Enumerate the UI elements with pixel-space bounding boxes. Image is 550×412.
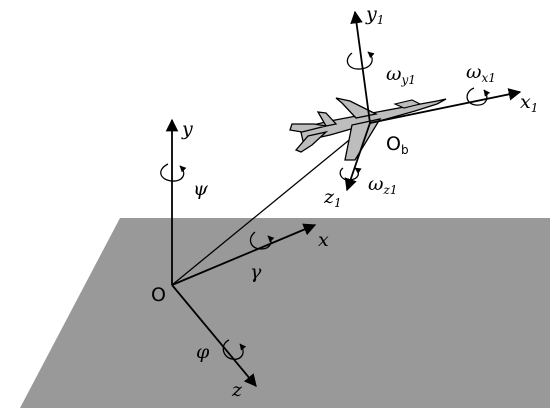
x-axis [171,223,317,286]
aircraft-lower-wing [344,118,382,161]
z-axis-label: z [231,379,243,401]
omega-z1-rotation-arrow [339,167,362,181]
gamma-rotation-arrow [249,231,275,250]
psi-rotation-arrow [160,163,187,182]
aircraft-tail-bottom [294,130,329,153]
omega-z1-label: ωz1 [368,173,397,197]
y1-axis-label: y1 [365,3,384,27]
aircraft-upper-wing [335,97,378,119]
phi-rotation-arrow [222,339,247,360]
aircraft-cockpit [393,99,422,109]
gamma-label: γ [250,261,262,283]
x1-axis-label: x1 [520,91,538,115]
body-origin-label: Ob [386,133,409,157]
x1-axis [369,88,522,124]
aircraft-tail-top [289,123,327,133]
x-axis-label: x [318,229,329,251]
aircraft-tail-fin [316,111,338,127]
psi-label: ψ [193,178,209,200]
omega-y1-rotation-arrow [346,51,375,70]
z-axis [171,284,257,387]
omega-y1-label: ωy1 [386,63,416,87]
z1-axis [344,122,371,192]
ground-plane [20,218,550,408]
y1-axis [350,10,371,124]
y-axis-label: y [181,118,193,140]
z1-axis-label: z1 [323,186,342,210]
omega-x1-label: ωx1 [466,61,496,85]
aircraft [289,97,447,161]
origin-label: O [151,284,166,306]
omega-x1-rotation-arrow [466,87,491,106]
phi-label: φ [196,341,210,363]
position-vector-line [171,122,371,286]
